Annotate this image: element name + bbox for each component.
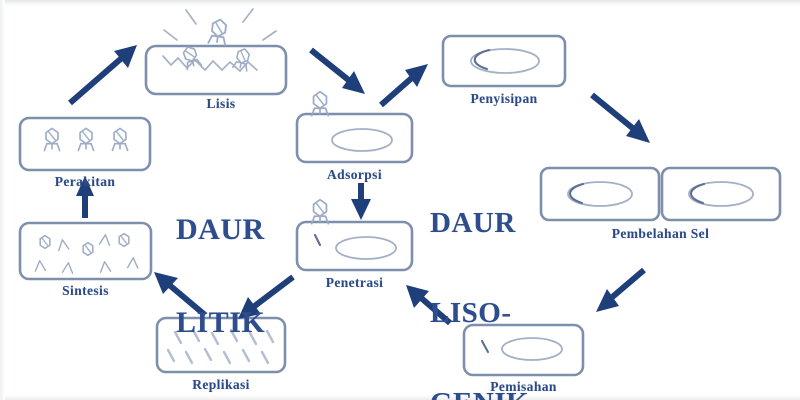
arrow-perakitan-to-lisis <box>68 45 137 106</box>
arrow-replikasi-to-sintesis <box>154 272 207 318</box>
cycle-title-lisogenik-line3: GENIK <box>430 388 529 400</box>
stage-shape-penetrasi <box>295 198 414 272</box>
stage-label-pemisahan: Pemisahan <box>490 379 557 394</box>
stage-shape-lisis <box>144 8 288 96</box>
stage-label-pembelahan-sel: Pembelahan Sel <box>611 226 710 241</box>
cycle-title-litik: DAUR LITIK <box>176 152 265 400</box>
arrow-pemisahan-to-penetrasi <box>406 285 452 326</box>
stage-shape-sintesis <box>18 221 153 281</box>
arrow-penyisipan-to-pembelahan <box>590 92 650 143</box>
arrow-adsorpsi-to-penyisipan <box>379 64 428 108</box>
stage-label-adsorpsi: Adsorpsi <box>327 167 382 182</box>
cycle-title-lisogenik-line1: DAUR <box>430 207 516 239</box>
arrow-adsorpsi-to-penetrasi <box>351 183 371 220</box>
cycle-title-litik-line1: DAUR <box>176 213 265 246</box>
stage-shape-penyisipan <box>441 34 567 88</box>
stage-shape-pemisahan <box>462 323 585 377</box>
arrow-sintesis-to-perakitan <box>76 176 94 218</box>
cycle-title-litik-line2: LITIK <box>176 306 266 339</box>
stage-label-lisis: Lisis <box>206 96 236 111</box>
stage-label-sintesis: Sintesis <box>62 283 109 298</box>
stage-label-penyisipan: Penyisipan <box>470 91 538 106</box>
stage-label-perakitan: Perakitan <box>54 174 116 189</box>
stage-shape-adsorpsi <box>295 90 414 164</box>
stage-label-penetrasi: Penetrasi <box>325 275 384 290</box>
stage-shape-replikasi <box>155 316 287 374</box>
stage-label-replikasi: Replikasi <box>192 377 250 392</box>
stage-shape-perakitan <box>18 116 152 172</box>
arrow-penetrasi-to-replikasi <box>238 274 295 319</box>
cycle-title-lisogenik-line2: LISO- <box>430 297 512 329</box>
arrow-entry-to-adsorpsi <box>309 47 365 94</box>
cycle-title-lisogenik: DAUR LISO- GENIK <box>430 148 529 400</box>
stage-shape-pembelahan-sel <box>539 166 782 222</box>
arrow-pembelahan-to-pemisahan <box>596 267 646 312</box>
